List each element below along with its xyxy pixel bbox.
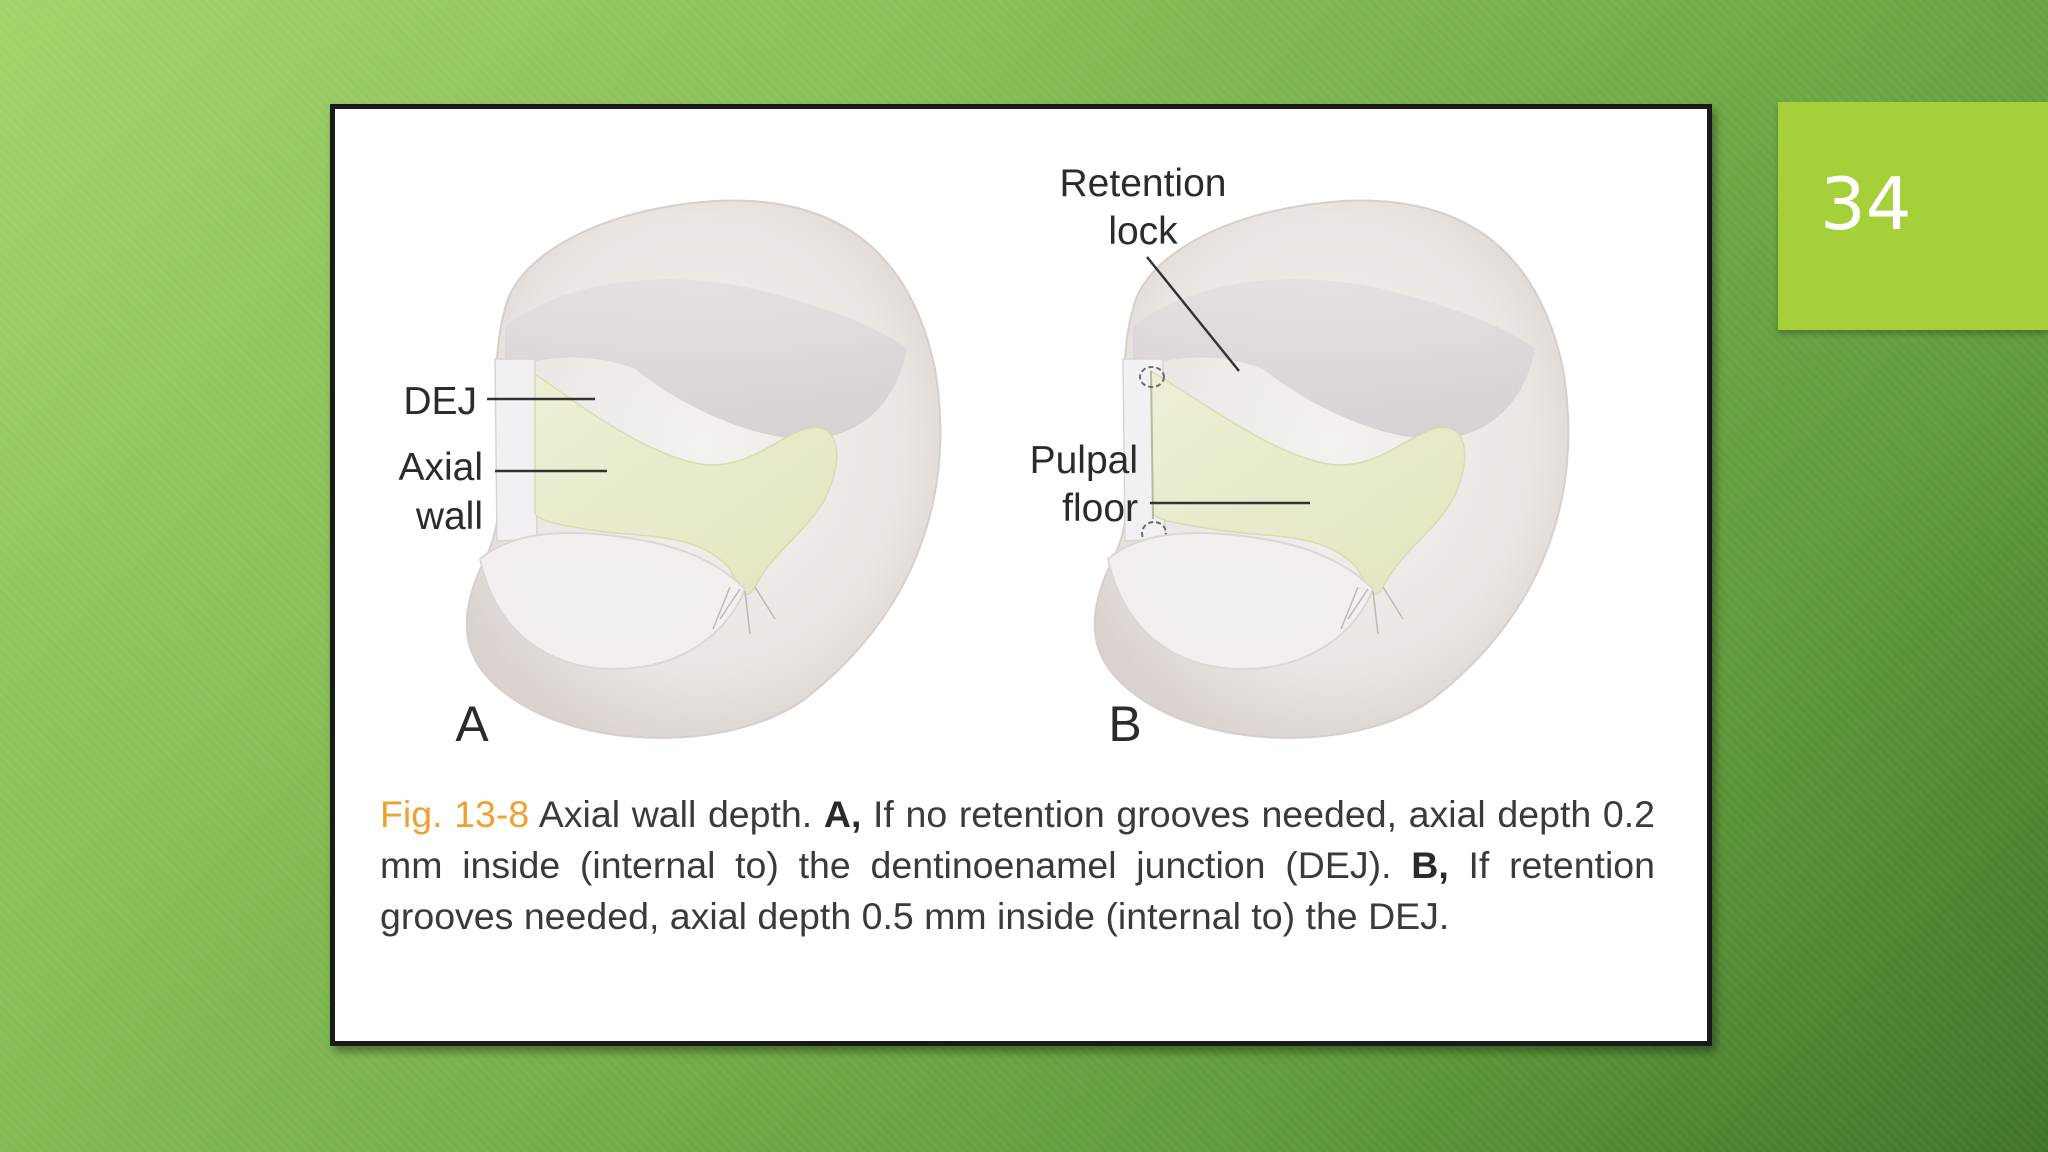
figure-number: Fig. 13-8 (380, 793, 530, 835)
label-retention-lock-line2: lock (1108, 210, 1178, 253)
label-pulpal-floor-line1: Pulpal (1030, 439, 1138, 482)
caption-label-a: A, (823, 793, 862, 835)
tooth-illustration: DEJ Axial wall Retention lock Pulpal flo… (398, 162, 1570, 752)
label-retention-lock-line1: Retention (1060, 162, 1227, 205)
tooth-b (1093, 199, 1570, 739)
panel-label-a: A (455, 696, 489, 752)
tooth-a (465, 199, 942, 739)
slide-number: 34 (1820, 162, 1912, 246)
label-axial-wall-line1: Axial (398, 446, 483, 489)
figure-title: Axial wall depth. (538, 793, 813, 835)
caption-text-b: If retention grooves needed, axial depth… (380, 844, 1656, 937)
panel-label-b: B (1108, 696, 1141, 752)
label-axial-wall-line2: wall (415, 495, 483, 538)
label-dej: DEJ (403, 380, 477, 423)
slide-number-badge: 34 (1778, 102, 2048, 330)
figure-frame: DEJ Axial wall Retention lock Pulpal flo… (330, 104, 1712, 1046)
caption-text-a: If no retention grooves needed, axial de… (380, 793, 1655, 886)
caption-label-b: B, (1411, 844, 1449, 886)
label-pulpal-floor-line2: floor (1062, 487, 1138, 530)
figure-caption: Fig. 13-8 Axial wall depth. A, If no ret… (380, 789, 1655, 942)
retention-lock-leader-line (1146, 256, 1240, 372)
